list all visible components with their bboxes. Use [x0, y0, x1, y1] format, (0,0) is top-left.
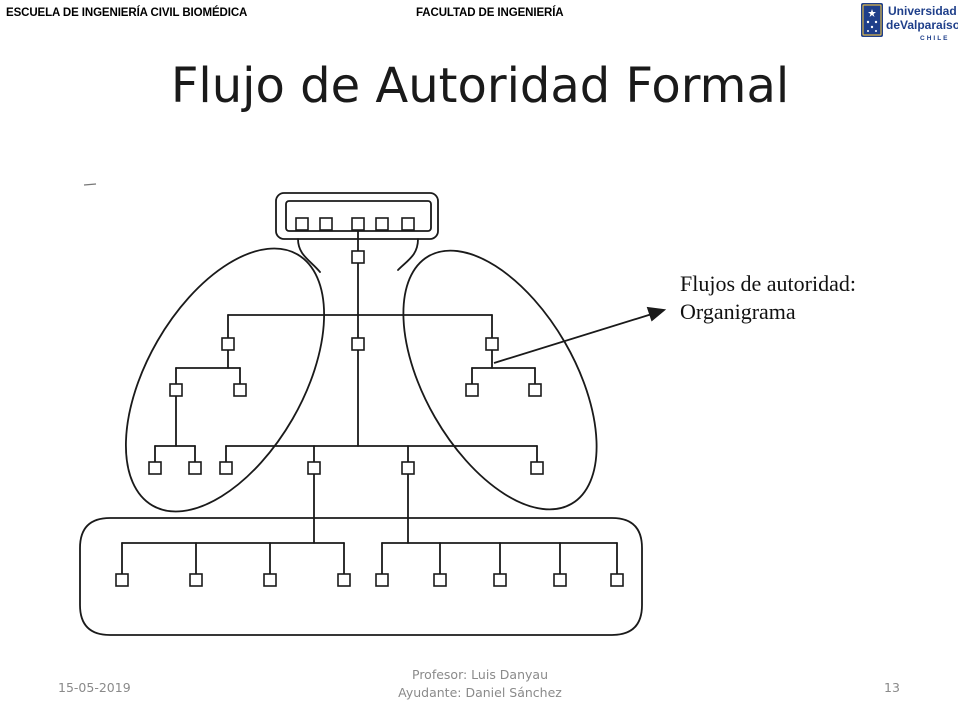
logo-text-line1: Universidad [888, 4, 957, 18]
node-box [553, 573, 567, 587]
node-box [401, 461, 415, 475]
top-management-outline [275, 192, 439, 240]
footer-page-number: 13 [884, 680, 900, 695]
operational-unit-outline [79, 517, 643, 636]
node-box [610, 573, 624, 587]
node-box [189, 573, 203, 587]
slide-title: Flujo de Autoridad Formal [170, 58, 790, 114]
node-box [493, 573, 507, 587]
right-neck-line [397, 238, 419, 271]
header-school-name: ESCUELA DE INGENIERÍA CIVIL BIOMÉDICA [6, 7, 248, 19]
caption-line-1: Flujos de autoridad: [680, 271, 856, 296]
header-faculty-name: FACULTAD DE INGENIERÍA [416, 7, 564, 19]
node-box [528, 383, 542, 397]
node-box [295, 217, 309, 231]
node-box [169, 383, 183, 397]
footer-credits: Profesor: Luis Danyau Ayudante: Daniel S… [0, 666, 960, 702]
node-box [351, 250, 365, 264]
node-box [319, 217, 333, 231]
annotation-arrowhead [646, 306, 667, 322]
logo-text-line2: deValparaíso [886, 18, 958, 32]
node-box [148, 461, 162, 475]
footer-assistant: Ayudante: Daniel Sánchez [398, 685, 562, 700]
logo-text-line3: CHILE [920, 35, 950, 42]
node-box [115, 573, 129, 587]
footer-date: 15-05-2019 [58, 680, 131, 695]
node-box [263, 573, 277, 587]
footer-professor: Profesor: Luis Danyau [412, 667, 548, 682]
left-neck-line [297, 238, 321, 273]
node-box [375, 573, 389, 587]
left-unit-ellipse [125, 247, 325, 513]
university-crest-icon [861, 3, 883, 37]
node-box [188, 461, 202, 475]
node-box [233, 383, 247, 397]
right-unit-ellipse [402, 249, 598, 511]
annotation-arrow-line [493, 313, 653, 364]
org-chart-diagram [79, 183, 667, 636]
figure-caption: Flujos de autoridad: Organigrama [680, 270, 856, 326]
node-box [351, 337, 365, 351]
caption-line-2: Organigrama [680, 299, 796, 324]
node-box [307, 461, 321, 475]
node-box [433, 573, 447, 587]
node-box [485, 337, 499, 351]
node-box [219, 461, 233, 475]
node-box [221, 337, 235, 351]
node-box [375, 217, 389, 231]
node-box [530, 461, 544, 475]
node-box [401, 217, 415, 231]
node-box [337, 573, 351, 587]
node-box [351, 217, 365, 231]
university-logo: Universidad deValparaíso CHILE [861, 3, 958, 42]
scan-mark [83, 183, 97, 186]
node-box [465, 383, 479, 397]
